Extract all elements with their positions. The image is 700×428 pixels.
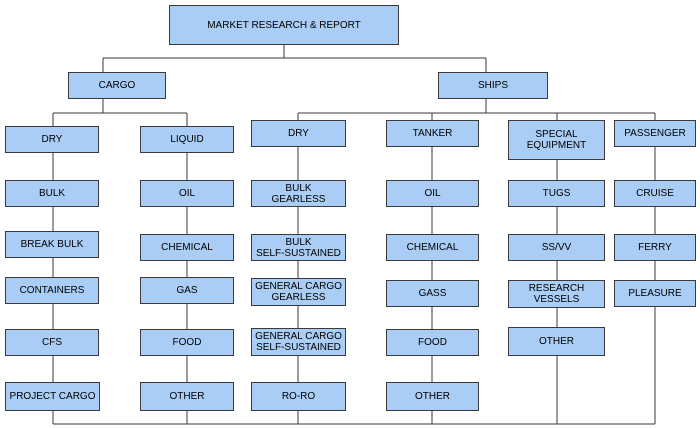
node-ships-dry-item: GENERAL CARGO SELF-SUSTAINED bbox=[251, 328, 346, 356]
node-cargo-dry-item: PROJECT CARGO bbox=[5, 382, 100, 411]
node-ships-passenger-item: CRUISE bbox=[614, 180, 696, 207]
node-ships-tanker-item: OIL bbox=[386, 180, 479, 207]
node-ships-tanker-item: FOOD bbox=[386, 329, 479, 356]
node-cargo: CARGO bbox=[68, 72, 166, 99]
node-ships-tanker-item: CHEMICAL bbox=[386, 234, 479, 261]
node-ships: SHIPS bbox=[438, 72, 548, 99]
node-ships-special-item: TUGS bbox=[508, 180, 605, 207]
node-ships-special-item: OTHER bbox=[508, 327, 605, 356]
node-ships-passenger-item: PLEASURE bbox=[614, 280, 696, 307]
node-ships-dry-item: BULK GEARLESS bbox=[251, 180, 346, 207]
node-cargo-dry: DRY bbox=[5, 126, 99, 153]
node-cargo-liquid-item: OIL bbox=[140, 180, 234, 207]
node-ships-dry-item: GENERAL CARGO GEARLESS bbox=[251, 278, 346, 306]
node-root: MARKET RESEARCH & REPORT bbox=[169, 5, 399, 45]
node-cargo-dry-item: CFS bbox=[5, 329, 99, 356]
node-cargo-liquid-item: GAS bbox=[140, 277, 234, 304]
node-ships-special-item: SS/VV bbox=[508, 234, 605, 261]
node-ships-passenger-item: FERRY bbox=[614, 234, 696, 261]
node-ships-dry-item: RO-RO bbox=[251, 382, 346, 411]
node-cargo-liquid-item: CHEMICAL bbox=[140, 234, 234, 261]
node-cargo-liquid-item: OTHER bbox=[140, 382, 234, 411]
node-cargo-liquid-item: FOOD bbox=[140, 329, 234, 356]
node-ships-dry-item: BULK SELF-SUSTAINED bbox=[251, 234, 346, 261]
node-cargo-dry-item: BREAK BULK bbox=[5, 231, 99, 258]
node-ships-special-equipment: SPECIAL EQUIPMENT bbox=[508, 120, 605, 160]
node-ships-tanker-item: OTHER bbox=[386, 382, 479, 411]
node-cargo-dry-item: BULK bbox=[5, 180, 99, 207]
node-ships-passenger: PASSENGER bbox=[614, 120, 696, 147]
node-ships-tanker: TANKER bbox=[386, 120, 479, 147]
node-cargo-liquid: LIQUID bbox=[140, 126, 234, 153]
node-ships-tanker-item: GASS bbox=[386, 280, 479, 307]
node-cargo-dry-item: CONTAINERS bbox=[5, 277, 99, 304]
node-ships-special-item: RESEARCH VESSELS bbox=[508, 280, 605, 308]
node-ships-dry: DRY bbox=[251, 120, 346, 147]
